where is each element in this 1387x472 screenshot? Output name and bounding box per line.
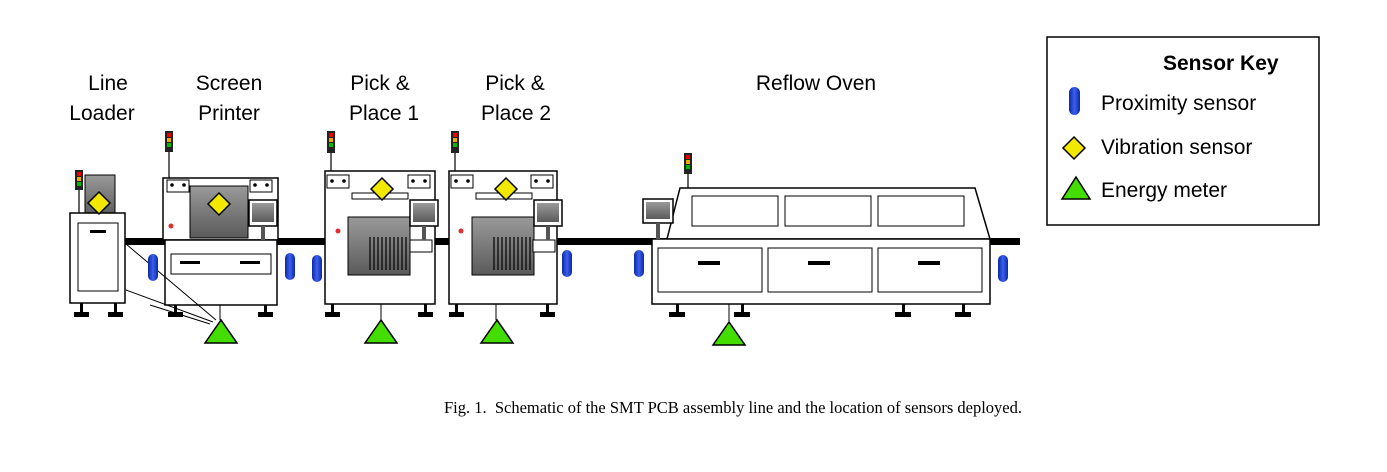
proximity-sensor-icon	[312, 255, 322, 282]
signal-tower-icon	[165, 131, 173, 178]
sensor-key-box	[1046, 36, 1320, 226]
machine-feet	[669, 304, 971, 317]
machine-feet	[325, 304, 433, 317]
monitor-icon	[533, 199, 563, 240]
vibration-sensor-icon	[369, 176, 395, 202]
signal-tower-icon	[75, 170, 83, 213]
sensor-key-label-energy: Energy meter	[1101, 179, 1227, 202]
pick-and-place-1-machine	[324, 131, 439, 317]
proximity-sensor-icon	[285, 253, 295, 280]
machine-label-pick-place-2: Place 2	[481, 102, 551, 125]
pick-and-place-2-machine	[448, 131, 563, 317]
energy-meter-icon	[479, 318, 515, 344]
signal-tower-icon	[684, 153, 692, 188]
machine-feet	[449, 304, 555, 317]
figure-caption: Fig. 1. Schematic of the SMT PCB assembl…	[444, 398, 1022, 417]
machine-label-pick-place-1: Pick &	[350, 72, 410, 95]
machine-label-screen-printer: Screen	[196, 72, 263, 95]
energy-meter-icon	[711, 320, 747, 346]
machine-feet	[74, 303, 123, 317]
sensor-key-label-vibration: Vibration sensor	[1101, 136, 1252, 159]
energy-meter-wires	[125, 243, 730, 325]
sensor-key-legend: Sensor Key Proximity sensor Vibration se…	[1046, 36, 1320, 226]
machine-label-line-loader: Line	[88, 72, 128, 95]
signal-tower-icon	[451, 131, 459, 172]
machine-label-reflow-oven: Reflow Oven	[756, 72, 876, 95]
proximity-sensor-icon	[562, 250, 572, 277]
proximity-sensor-icon	[148, 254, 158, 281]
machine-feet	[168, 305, 273, 317]
proximity-sensor-icon	[998, 255, 1008, 282]
proximity-sensor-icon	[634, 250, 644, 277]
vibration-sensor-icon	[86, 190, 112, 216]
machine-label-screen-printer: Printer	[198, 102, 260, 125]
energy-meter-icon	[1060, 175, 1092, 200]
energy-meter-icon	[363, 318, 399, 344]
feeder-bank	[493, 237, 531, 270]
monitor-icon	[409, 199, 439, 240]
conveyor-belt	[120, 238, 1020, 245]
signal-tower-icon	[327, 131, 335, 172]
machine-label-pick-place-1: Place 1	[349, 102, 419, 125]
feeder-bank	[369, 237, 407, 270]
line-loader-machine	[69, 170, 126, 317]
vibration-sensor-icon	[206, 191, 232, 217]
energy-meter-icon	[203, 318, 239, 344]
monitor-icon	[642, 198, 674, 239]
machine-label-line-loader: Loader	[69, 102, 134, 125]
vibration-sensor-icon	[493, 176, 519, 202]
proximity-sensor-icon	[1069, 87, 1080, 115]
monitor-icon	[248, 199, 278, 240]
reflow-oven-machine	[642, 153, 992, 317]
vibration-sensor-icon	[1061, 135, 1087, 161]
machine-label-pick-place-2: Pick &	[485, 72, 545, 95]
sensor-key-title: Sensor Key	[1163, 52, 1279, 75]
screen-printer-machine	[162, 131, 279, 317]
sensor-key-label-proximity: Proximity sensor	[1101, 92, 1256, 115]
